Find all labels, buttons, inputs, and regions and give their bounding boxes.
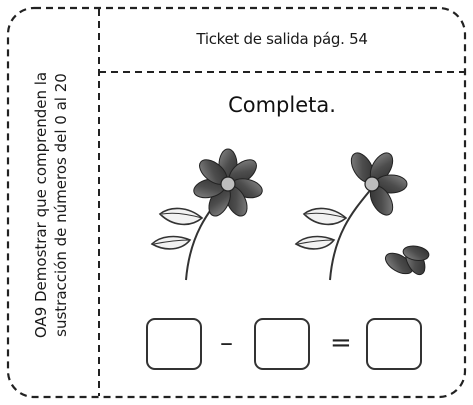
learning-objective: OA9 Demostrar que comprenden la sustracc…: [12, 40, 90, 370]
answer-box-minuend[interactable]: [146, 318, 202, 370]
flower-right-leaf-bottom: [294, 235, 336, 250]
flower-right: [294, 152, 408, 281]
flower-left-leaf-top: [158, 207, 204, 226]
flower-left: [150, 148, 265, 281]
flower-right-stem: [329, 187, 373, 281]
subtraction-equation: – =: [142, 318, 442, 374]
fallen-petals: [384, 245, 430, 276]
ticket-title: Ticket de salida pág. 54: [196, 30, 368, 48]
learning-objective-text: OA9 Demostrar que comprenden la sustracc…: [31, 72, 71, 338]
flower-right-leaf-top: [302, 207, 348, 226]
outer-dashed-border: [6, 6, 467, 399]
objective-line-2: sustracción de números del 0 al 20: [52, 73, 70, 337]
equals-sign: =: [330, 328, 352, 358]
instruction-text: Completa.: [228, 93, 336, 117]
answer-box-difference[interactable]: [366, 318, 422, 370]
minus-sign: –: [220, 328, 233, 358]
flowers-illustration: [150, 148, 430, 281]
objective-line-1: OA9 Demostrar que comprenden la: [32, 71, 50, 339]
flower-left-leaf-bottom: [150, 235, 192, 250]
answer-box-subtrahend[interactable]: [254, 318, 310, 370]
